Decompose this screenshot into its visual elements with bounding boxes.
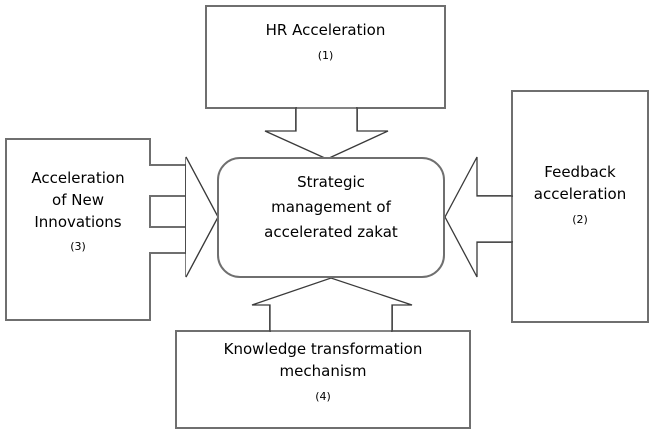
acceleration-of-new-innovations-box-outline [5,138,187,321]
left-arrow-head-shape [185,156,219,278]
feedback-acceleration-arrow-left-icon [444,156,513,278]
strategic-management-box[interactable] [217,157,445,278]
hr-acceleration-arrow-down-icon [264,107,389,160]
knowledge-transformation-mechanism-arrow-up-icon [251,277,413,332]
